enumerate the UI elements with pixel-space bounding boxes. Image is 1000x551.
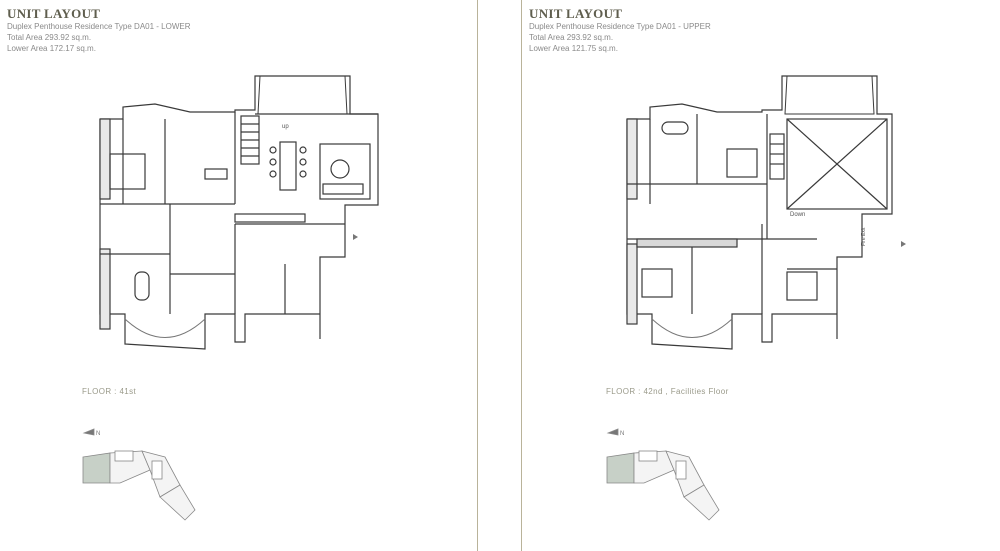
north-arrow-icon [606, 428, 619, 436]
upper-keyplan: N [606, 428, 720, 521]
unit-layout-title: UNIT LAYOUT [7, 6, 101, 21]
triangle-arrow-icon [901, 241, 906, 247]
floor-value: 41st [119, 387, 137, 396]
stair-label: Down [790, 212, 805, 218]
upper-floor-plan: Down Fire Exit [626, 75, 906, 350]
unit-layout-title: UNIT LAYOUT [529, 6, 623, 21]
floor-label: FLOOR [606, 387, 636, 396]
floor-label: FLOOR [82, 387, 112, 396]
residence-type: Duplex Penthouse Residence Type DA01 - L… [7, 22, 191, 31]
lower-layout-panel: UNIT LAYOUT Duplex Penthouse Residence T… [0, 0, 478, 551]
lower-area: Lower Area 121.75 sq.m. [529, 44, 618, 53]
floor-indicator: FLOOR : 41st [82, 387, 137, 396]
lower-area: Lower Area 172.17 sq.m. [7, 44, 96, 53]
north-label: N [620, 431, 624, 437]
total-area: Total Area 293.92 sq.m. [529, 33, 614, 42]
floor-value: 42nd , Facilities Floor [643, 387, 729, 396]
residence-type: Duplex Penthouse Residence Type DA01 - U… [529, 22, 711, 31]
lower-keyplan: N [82, 428, 196, 521]
stair-label: up [282, 124, 289, 130]
fire-exit-label: Fire Exit [861, 227, 867, 246]
total-area: Total Area 293.92 sq.m. [7, 33, 92, 42]
floor-indicator: FLOOR : 42nd , Facilities Floor [606, 387, 729, 396]
lower-floor-plan: up [99, 75, 379, 350]
north-label: N [96, 431, 100, 437]
upper-layout-panel: UNIT LAYOUT Duplex Penthouse Residence T… [521, 0, 1000, 551]
triangle-arrow-icon [353, 234, 358, 240]
north-arrow-icon [82, 428, 95, 436]
